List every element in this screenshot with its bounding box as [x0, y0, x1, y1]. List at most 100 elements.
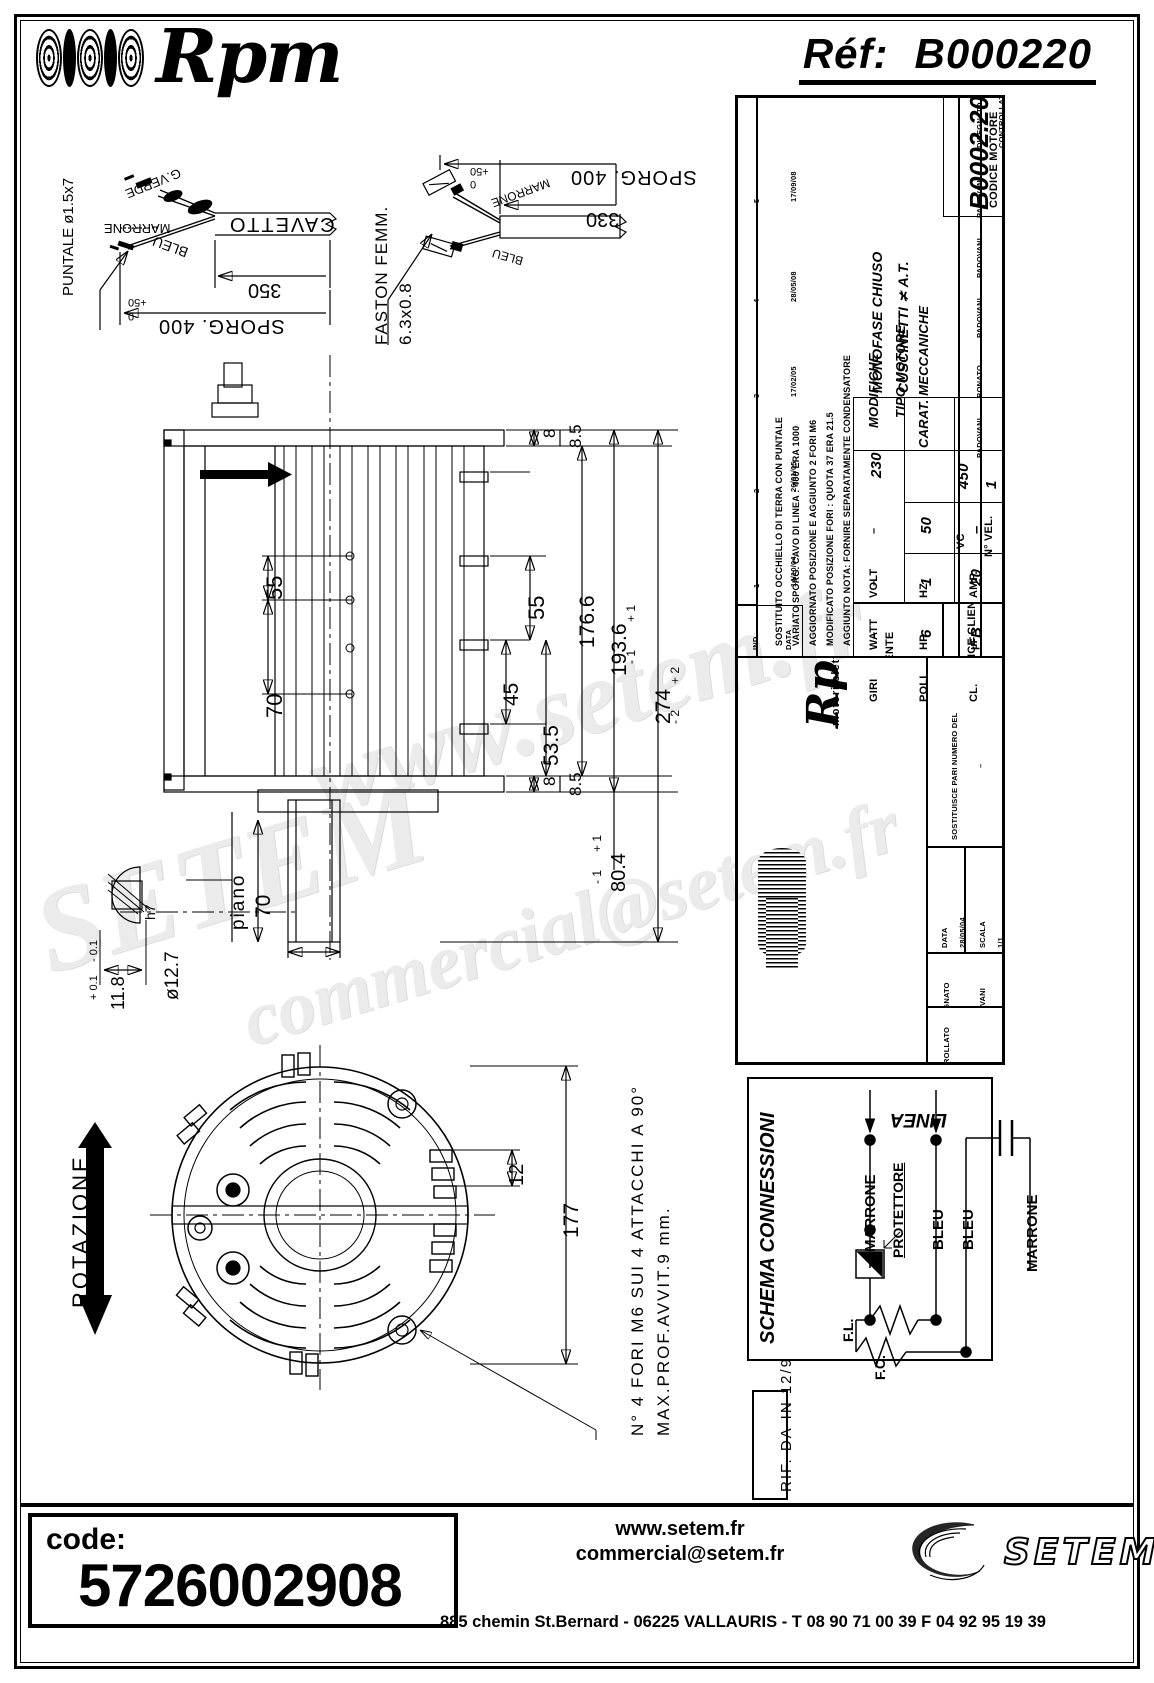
dim-55-b: 55	[524, 595, 549, 620]
tb-scala-value: 1/1	[996, 936, 1003, 948]
label-cavetto: CAVETTO	[228, 213, 335, 235]
tb-sostituisce-label: SOSTITUISCE PARI NUMERO DEL	[950, 712, 959, 840]
tb-date-2: 26/01/05	[789, 461, 798, 492]
email[interactable]: commercial@setem.fr	[575, 1543, 785, 1565]
dim-80-4: 80.4	[608, 853, 630, 892]
dim-55-a: 55	[262, 575, 287, 600]
ref-value: B000220	[914, 30, 1092, 77]
tb-scala: SCALA 1/1	[965, 847, 1003, 953]
dim-45: 45	[500, 682, 523, 706]
tb-controllato-foot: CONTROLLATO	[927, 1007, 1003, 1063]
tb-nvel-value: 1	[983, 480, 1000, 489]
dim-8-top: 8	[540, 428, 559, 438]
schema-bleu-1: BLEU	[930, 1209, 947, 1250]
tb-date-1: 14/10/04	[789, 556, 798, 587]
dim-176-6: 176.6	[576, 595, 599, 648]
tb-rev2-disegnato: BONATO	[975, 364, 981, 398]
rpm-logo: Rpm	[36, 20, 344, 94]
website[interactable]: www.setem.fr	[615, 1518, 745, 1540]
tb-volt-dash: –	[868, 527, 880, 534]
label-h7: h7	[142, 904, 158, 920]
tb-date-5: 17/09/08	[789, 171, 798, 202]
tb-date-4: 28/05/08	[789, 271, 798, 302]
tb-codice-cliente-label: CODICE CLIENTE	[966, 603, 978, 657]
tb-data-foot: DATA 28/05/04	[927, 847, 965, 953]
tb-vc-label: VC	[955, 533, 967, 549]
schema-title: SCHEMA CONNESSIONI	[757, 1112, 779, 1344]
tol-zero-right: 0	[470, 178, 477, 190]
dim-53-5: 53.5	[540, 725, 563, 766]
label-marrone-left: MARRONE	[104, 221, 171, 236]
rif-text: RIF. DA-IN 12/9	[778, 1356, 795, 1492]
code-label: code:	[46, 1523, 127, 1556]
tb-cliente: CLIENTE	[853, 603, 943, 657]
dim-12: 12	[506, 1163, 528, 1186]
ref-label: Réf:	[802, 30, 889, 77]
tb-date-3: 17/02/05	[789, 366, 798, 397]
setem-logo: SETEM	[900, 1517, 1154, 1587]
tb-sostituisce: SOSTITUISCE PARI NUMERO DEL –	[927, 657, 1003, 847]
tb-poli-label: POLI	[918, 675, 930, 702]
tb-sostituisce-value: –	[976, 763, 985, 768]
tb-hz-value: 50	[918, 516, 935, 534]
tol-274-plus: + 2	[668, 666, 682, 684]
schema-marrone-2: MARRONE	[1024, 1194, 1041, 1273]
label-faston-size: 6.3x0.8	[396, 282, 415, 345]
dim-key-tol-minus: - 0.1	[88, 939, 100, 962]
tb-disegnato-foot: DISEGNATO PADOVANI	[927, 953, 1003, 1007]
tol-274-minus: - 2	[668, 709, 682, 724]
sheet-border-outer	[14, 14, 1140, 1669]
tb-coil-icon-2	[766, 898, 798, 968]
setem-swirl-icon	[912, 1522, 985, 1581]
dim-85-top: 8.5	[566, 424, 585, 448]
tb-disegnato-foot-value: PADOVANI	[978, 988, 987, 1006]
dim-key-tol-plus: + 0.1	[88, 975, 100, 1000]
note-fori-line1: N° 4 FORI M6 SUI 4 ATTACCHI A 90°	[628, 1084, 647, 1436]
schema-fl: F.L.	[840, 1318, 856, 1342]
schema-linea-label: LINEA	[890, 1109, 947, 1130]
dim-177: 177	[560, 1202, 583, 1238]
dim-350: 350	[248, 279, 282, 301]
tol-804-minus: - 1	[590, 869, 604, 884]
tb-volt-value: 230	[868, 452, 885, 478]
tb-controllato-foot-label: CONTROLLATO	[942, 1027, 951, 1063]
tb-head-data: DATA	[784, 629, 793, 650]
tb-scala-label: SCALA	[978, 921, 987, 948]
tb-cl-label: CL.	[968, 683, 980, 702]
rif-box: RIF. DA-IN 12/9	[752, 1357, 795, 1500]
footer-divider	[20, 1503, 1134, 1507]
contact-info: www.setem.fr commercial@setem.fr	[450, 1517, 910, 1567]
tb-logo-cell: Rpm motori elettrici	[737, 657, 927, 1063]
tb-vc-column: VC 450 N° VEL. 1	[943, 397, 1003, 603]
dim-85-bot: 8.5	[566, 772, 585, 796]
dim-8-bot: 8	[540, 776, 559, 786]
tb-rpm-sub: motori elettrici	[830, 657, 842, 726]
coil-icon	[36, 28, 144, 87]
reference-block: Réf: B000220	[798, 30, 1096, 85]
tb-disegnato-foot-label: DISEGNATO	[942, 982, 951, 1007]
schema-fc: F.C.	[872, 1355, 888, 1380]
tb-watt-dash: –	[868, 579, 880, 586]
tol-plus-right: +50	[470, 165, 489, 177]
dim-70-b: 70	[252, 894, 275, 918]
schema-marrone-1: MARRONE	[862, 1174, 879, 1253]
tol-804-plus: + 1	[590, 834, 604, 852]
tb-ind-cell: IND	[737, 605, 757, 657]
note-fori-line2: MAX.PROF.AVVIT.9 mm.	[654, 1206, 673, 1436]
dim-sporg-left: SPORG. 400	[158, 315, 285, 337]
setem-wordmark: SETEM	[1003, 1531, 1154, 1574]
dim-key: 11.8	[108, 976, 128, 1010]
tb-data-foot-label: DATA	[940, 927, 949, 948]
title-block: CONTROLLATO DISEGNATO PADOVANI PADOVANI …	[735, 95, 1005, 1065]
code-box: code: 5726002908	[28, 1513, 458, 1628]
dim-sporg-right: SPORG. 400	[570, 166, 697, 188]
tol-193-minus: - 1	[624, 649, 638, 664]
tol-zero-left: 0	[128, 310, 135, 322]
dim-shaft-dia: ø12.7	[162, 951, 183, 1000]
dim-70-a: 70	[262, 693, 287, 718]
tb-rev3-disegnato: PADOVANI	[975, 297, 981, 338]
tb-rev4-disegnato: PADOVANI	[975, 237, 981, 278]
tb-cliente-label: CLIENTE	[884, 631, 896, 657]
tb-rev-desc-1: AGGIUNTO NOTA: FORNIRE SEPARATAMENTE CON…	[842, 354, 852, 646]
